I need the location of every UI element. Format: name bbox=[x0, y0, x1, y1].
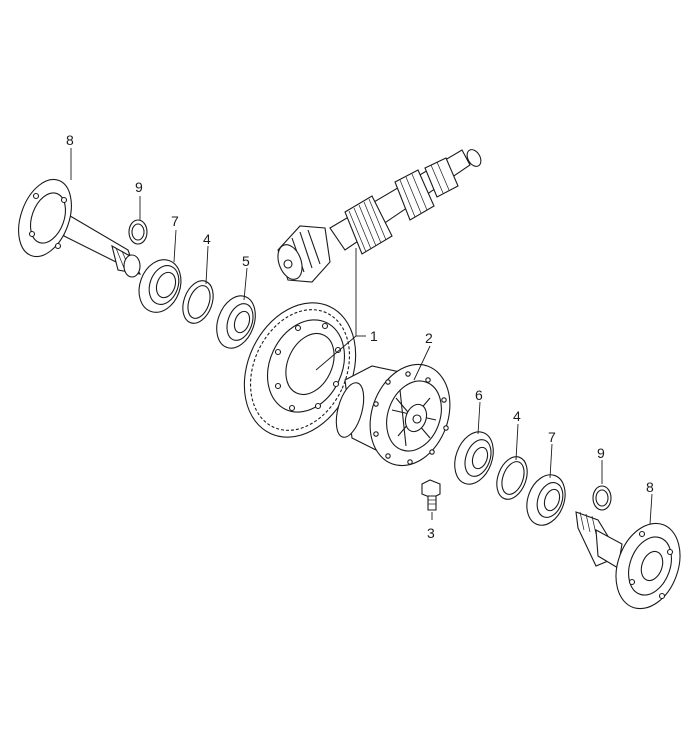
seal-ring-right bbox=[592, 485, 612, 511]
callout-4-right: 4 bbox=[513, 408, 521, 424]
ring-gear bbox=[243, 302, 357, 438]
flange-shaft-right bbox=[575, 511, 681, 610]
taper-roller-bearing-right bbox=[526, 474, 566, 526]
callout-2: 2 bbox=[425, 330, 433, 346]
taper-roller-bearing-6 bbox=[454, 431, 494, 485]
callout-5: 5 bbox=[242, 253, 250, 269]
callout-6: 6 bbox=[475, 387, 483, 403]
callout-9-right: 9 bbox=[597, 445, 605, 461]
callout-7-left: 7 bbox=[171, 213, 179, 229]
shim-left bbox=[182, 280, 214, 324]
callout-4-left: 4 bbox=[203, 231, 211, 247]
differential-housing bbox=[335, 363, 451, 467]
pinion-shaft bbox=[277, 149, 482, 283]
callout-8-left: 8 bbox=[66, 132, 74, 148]
shim-right bbox=[496, 456, 528, 500]
taper-roller-bearing-left bbox=[138, 259, 182, 313]
callout-8-right: 8 bbox=[646, 479, 654, 495]
callout-1: 1 bbox=[370, 328, 378, 344]
callout-9-left: 9 bbox=[135, 179, 143, 195]
seal-ring-left bbox=[128, 219, 148, 245]
shaft-seal-left bbox=[216, 295, 256, 349]
flange-shaft-left bbox=[18, 178, 142, 278]
leader-lines bbox=[70, 148, 653, 525]
callouts: 8 9 7 4 5 1 2 3 6 4 7 9 8 bbox=[66, 132, 654, 541]
pinion-gear-head bbox=[277, 225, 331, 283]
callout-3: 3 bbox=[427, 525, 435, 541]
shaft-splines bbox=[344, 157, 459, 255]
bolt bbox=[421, 479, 441, 511]
callout-7-right: 7 bbox=[548, 429, 556, 445]
